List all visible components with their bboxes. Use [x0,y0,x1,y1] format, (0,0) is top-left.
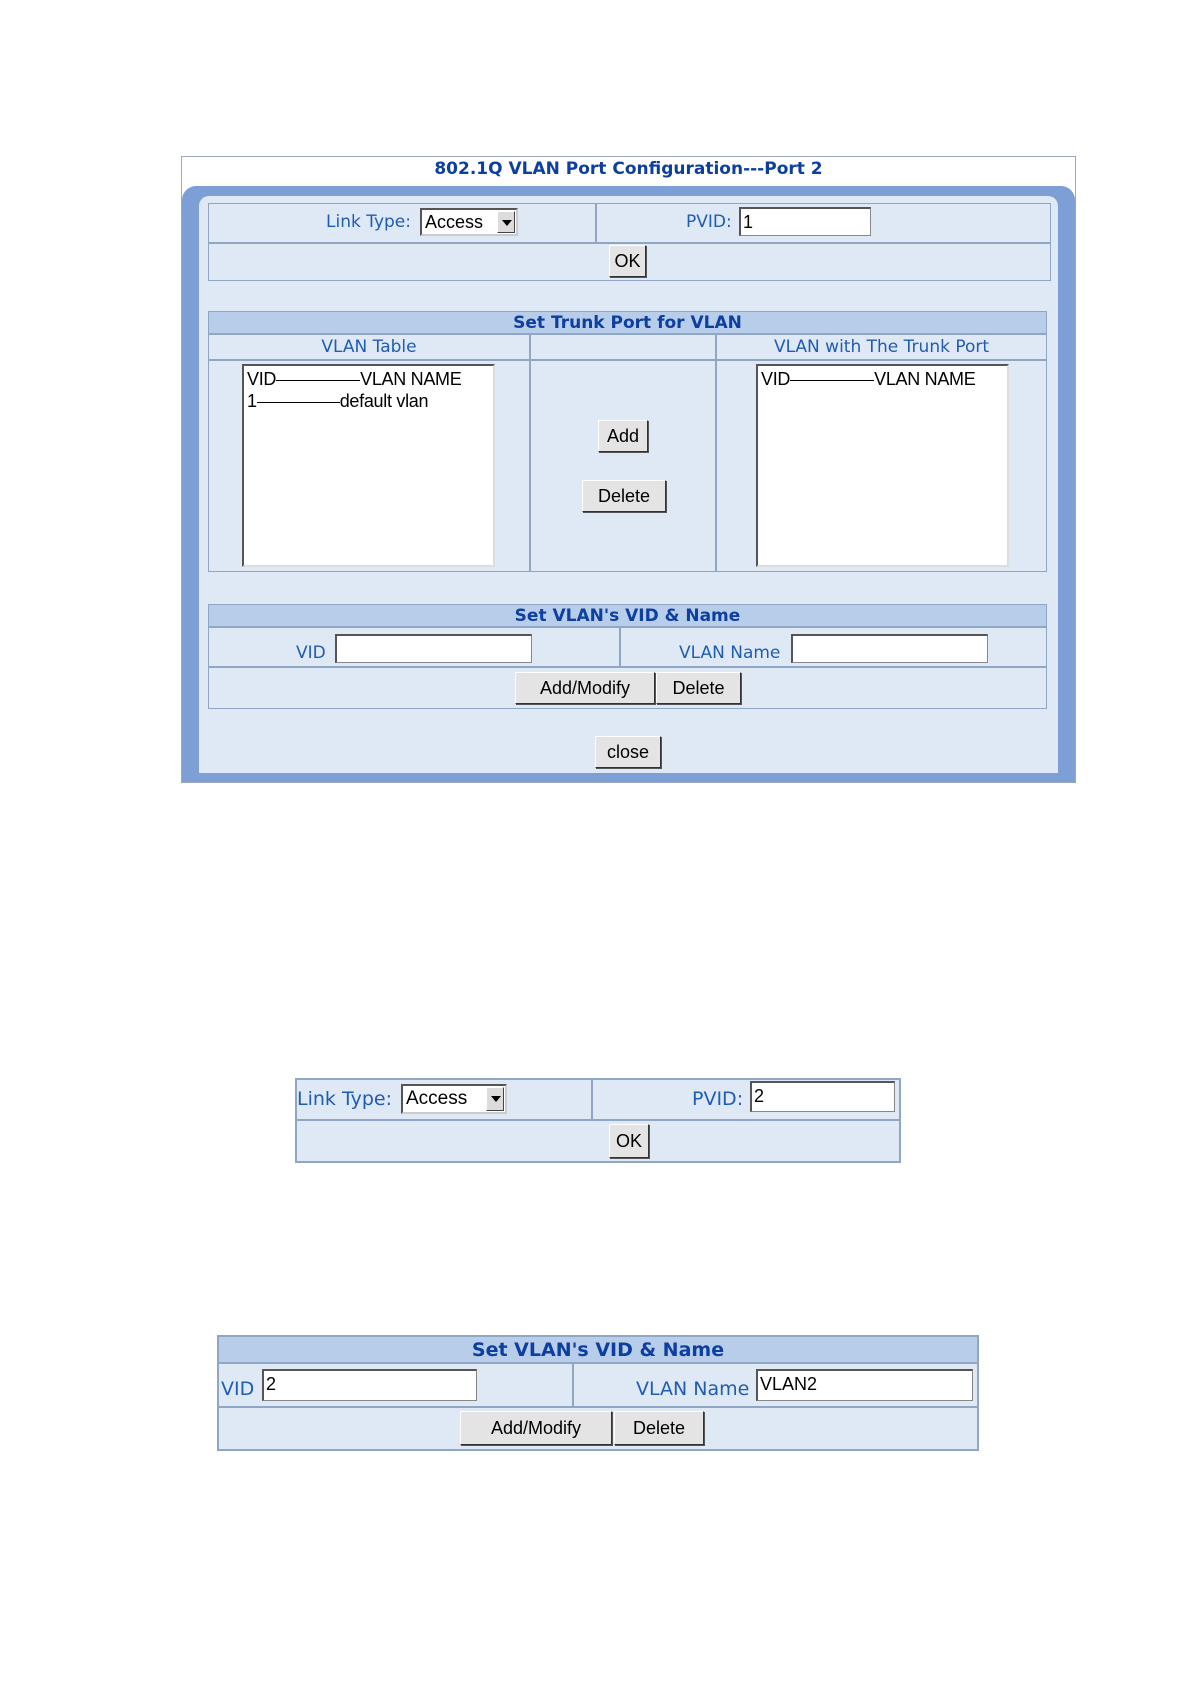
snippet-ok-button[interactable]: OK [609,1124,649,1158]
vidname-section-title: Set VLAN's VID & Name [208,604,1047,627]
link-type-cell [208,203,596,243]
close-button[interactable]: close [595,736,661,768]
snippet-vid-input[interactable]: 2 [262,1369,477,1401]
snippet-link-type-selected: Access [406,1088,468,1109]
snippet-pvid-input[interactable]: 2 [750,1081,895,1112]
vid-input[interactable] [335,634,532,663]
snippet-delete-button[interactable]: Delete [614,1411,704,1445]
chevron-down-icon[interactable] [486,1087,504,1111]
vlan-trunk-header: VLAN with The Trunk Port [716,334,1047,360]
add-modify-button[interactable]: Add/Modify [515,672,655,704]
window-title: 802.1Q VLAN Port Configuration---Port 2 [182,157,1075,185]
pvid-input[interactable]: 1 [739,207,871,236]
delete-trunk-button[interactable]: Delete [582,480,666,512]
link-type-select[interactable]: Access [420,208,518,236]
trunk-actions-cell [530,360,716,572]
vlan-table-header: VLAN Table [208,334,530,360]
chevron-down-icon[interactable] [497,211,515,233]
snippet-vidname-title: Set VLAN's VID & Name [218,1336,978,1363]
snippet-link-type-label: Link Type: [297,1088,392,1110]
pvid-label: PVID: [686,212,732,232]
delete-vlan-button[interactable]: Delete [656,672,741,704]
trunk-middle-header [530,334,716,360]
add-button[interactable]: Add [598,420,648,452]
link-type-label: Link Type: [326,212,411,232]
link-type-selected: Access [425,212,484,232]
vid-label: VID [296,643,326,663]
snippet-vlan-name-label: VLAN Name [636,1378,750,1400]
snippet-vid-label: VID [221,1378,255,1400]
snippet-ok-row [296,1120,900,1162]
vlan-name-label: VLAN Name [679,643,781,663]
ok-button[interactable]: OK [609,245,646,277]
vlan-name-input[interactable] [791,634,988,663]
snippet-vlan-name-input[interactable]: VLAN2 [756,1369,973,1401]
snippet-add-modify-button[interactable]: Add/Modify [460,1411,612,1445]
trunk-section-title: Set Trunk Port for VLAN [208,311,1047,334]
snippet-pvid-label: PVID: [692,1088,744,1110]
snippet-link-type-select[interactable]: Access [401,1084,507,1114]
frame-bottom-edge [199,773,1058,782]
